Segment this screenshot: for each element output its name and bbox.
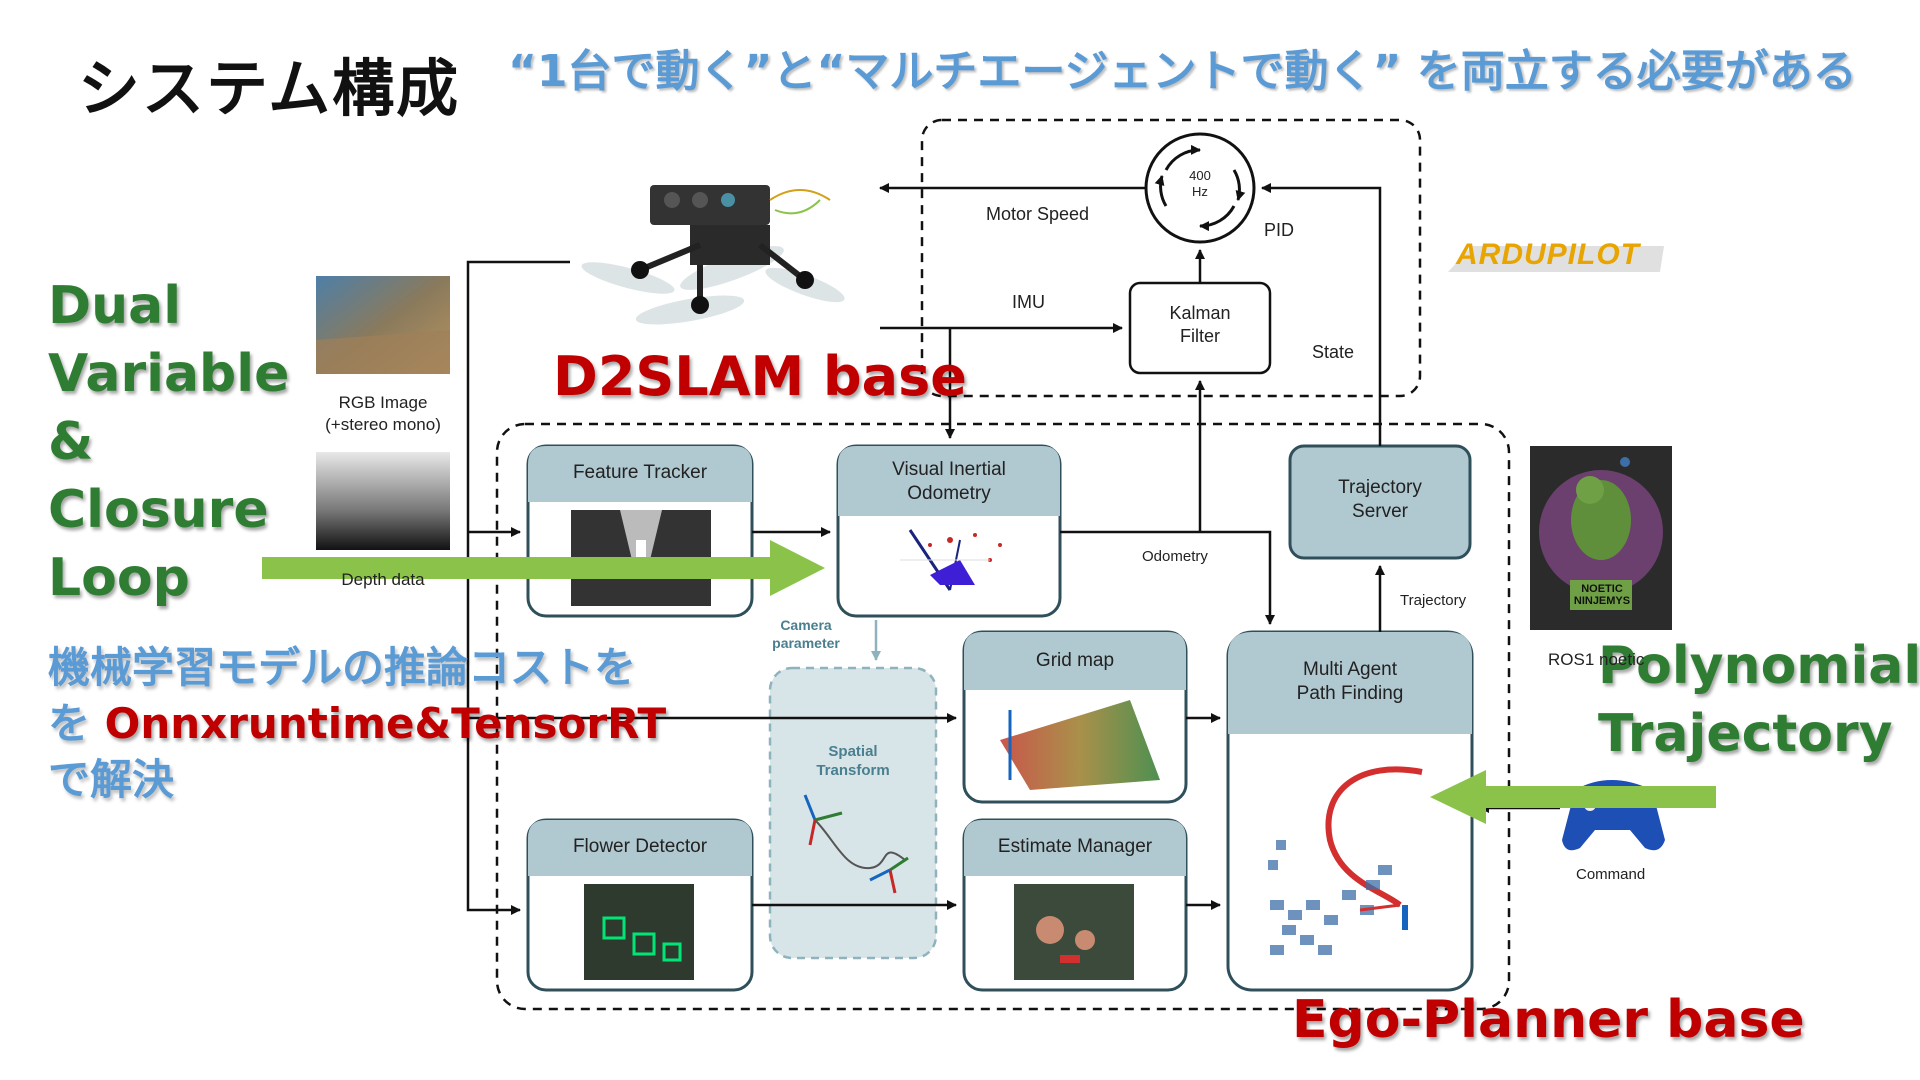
ego-planner-region (495, 422, 1511, 1011)
ml-note-line: 機械学習モデルの推論コストを (48, 643, 637, 692)
grid-map-block (962, 630, 1188, 804)
ml-inference-note: 機械学習モデルの推論コストを を Onnxruntime&TensorRT で解… (48, 640, 666, 808)
depth-image (316, 452, 450, 550)
feature-tracker-title: Feature Tracker (572, 462, 708, 483)
state-label: State (1312, 342, 1355, 362)
ardupilot-logo (1448, 246, 1664, 272)
callout-line: & (48, 412, 94, 472)
flower-detector-title: Flower Detector (572, 836, 708, 857)
camera-parameter-label: Camera parameter (766, 616, 846, 652)
vio-block (836, 444, 1062, 618)
grid-map-title: Grid map (1035, 650, 1115, 671)
spatial-transform-line: Transform (816, 762, 890, 779)
motor-speed-label: Motor Speed (986, 204, 1090, 224)
callout-line: Variable (48, 344, 290, 404)
pid-rate-line: 400 (1189, 168, 1211, 183)
estimate-manager-block (962, 818, 1188, 992)
onnx-tensorrt-highlight: Onnxruntime&TensorRT (104, 699, 667, 748)
ml-note-line: で解決 (48, 755, 175, 804)
pid-label: PID (1264, 220, 1295, 240)
callout-line: Polynomial (1598, 636, 1920, 696)
ros-noetic-label: ROS1 noetic (1548, 650, 1645, 669)
traj-server-line: Server (1352, 501, 1408, 522)
ardupilot-wordmark: ARDUPILOT (1456, 238, 1640, 271)
polynomial-trajectory-callout: Polynomial Trajectory (1598, 632, 1920, 768)
spatial-transform-title: Spatial Transform (770, 742, 936, 780)
rgb-image-label: RGB Image (+stereo mono) (306, 392, 460, 436)
trajectory-server-title: Trajectory Server (1290, 476, 1470, 524)
ros-badge-line: NOETIC (1581, 583, 1623, 595)
command-label: Command (1576, 866, 1646, 883)
dual-variable-callout: Dual Variable & Closure Loop (48, 272, 289, 612)
green-arrow-left (262, 540, 825, 596)
camera-param-line: Camera (780, 617, 832, 633)
ml-note-prefix: を (48, 699, 105, 748)
page-title: システム構成 (78, 52, 461, 125)
page-subtitle: “1台で動く”と“マルチエージェントで動く” を両立する必要がある (508, 46, 1857, 97)
camera-param-line: parameter (772, 635, 840, 651)
kalman-line: Kalman (1169, 303, 1231, 323)
imu-label: IMU (1012, 292, 1045, 312)
kalman-filter-title: Kalman Filter (1130, 302, 1270, 348)
vio-title: Visual Inertial Odometry (838, 458, 1060, 506)
callout-line: Closure (48, 480, 269, 540)
connections (466, 183, 1560, 915)
rgb-label-line: RGB Image (338, 393, 428, 412)
multi-agent-line: Multi Agent (1303, 659, 1397, 680)
multi-agent-line: Path Finding (1296, 683, 1404, 704)
estimate-manager-title: Estimate Manager (997, 836, 1153, 857)
rgb-label-line: (+stereo mono) (325, 415, 441, 434)
ml-note-line: を Onnxruntime&TensorRT (48, 696, 666, 752)
spatial-transform-line: Spatial (828, 743, 878, 760)
ros-badge-line: NINJEMYS (1573, 595, 1631, 607)
pid-rate-label: 400 Hz (1170, 168, 1230, 200)
trajectory-label: Trajectory (1400, 592, 1467, 609)
drone-image (581, 185, 845, 325)
depth-data-label: Depth data (341, 570, 425, 589)
ros-badge-text: NOETIC NINJEMYS (1552, 583, 1652, 607)
d2slam-label: D2SLAM base (553, 345, 967, 408)
multi-agent-title: Multi Agent Path Finding (1228, 658, 1472, 706)
multi-agent-block (1226, 630, 1474, 992)
ardupilot-region (920, 118, 1422, 398)
callout-line: Loop (48, 548, 190, 608)
pid-rate-line: Hz (1192, 184, 1208, 199)
callout-line: Dual (48, 276, 182, 336)
spatial-transform-block (768, 666, 938, 960)
kalman-line: Filter (1180, 326, 1220, 346)
green-arrow-right (1430, 770, 1716, 824)
traj-server-line: Trajectory (1338, 477, 1422, 498)
odometry-label: Odometry (1142, 548, 1208, 565)
vio-title-line: Visual Inertial (892, 459, 1006, 480)
callout-line: Trajectory (1598, 704, 1893, 764)
ros-noetic-logo (1530, 446, 1672, 630)
vio-title-line: Odometry (907, 483, 991, 504)
ego-planner-label: Ego-Planner base (1292, 990, 1805, 1050)
flower-detector-block (526, 818, 754, 992)
